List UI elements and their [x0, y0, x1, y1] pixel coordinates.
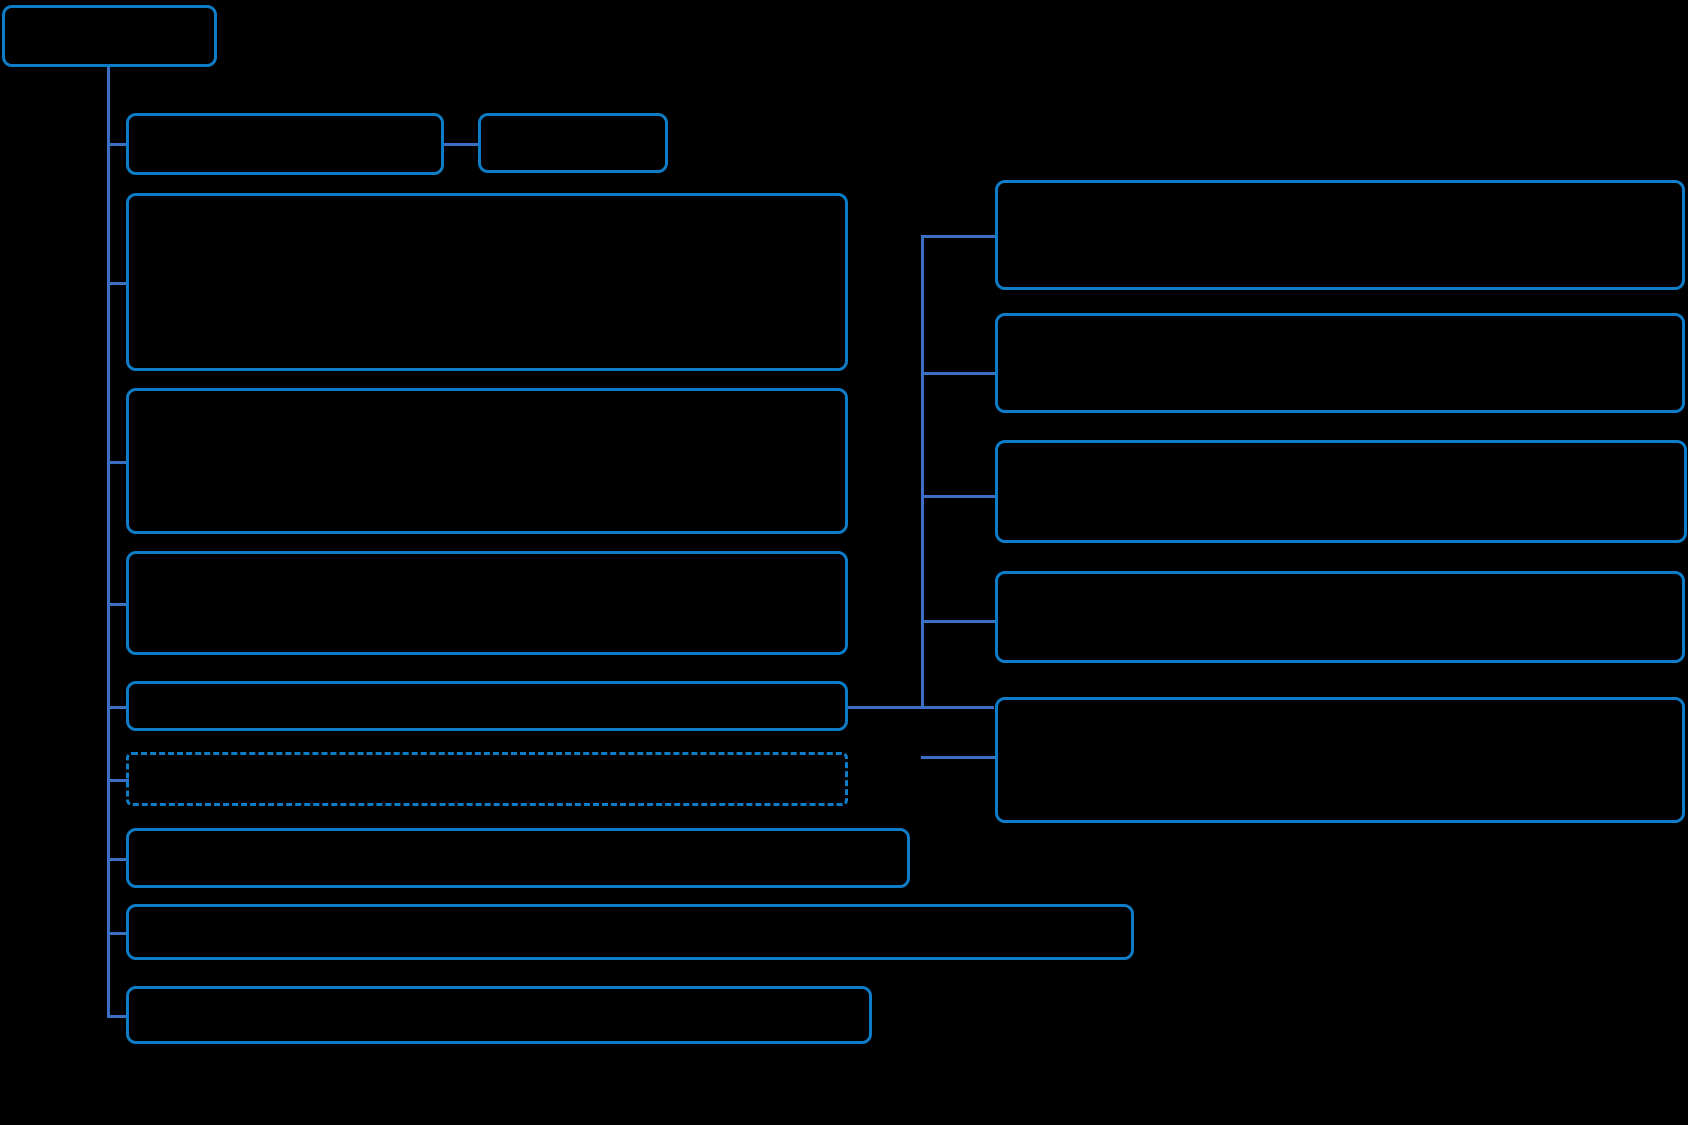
branch-7[interactable]	[126, 828, 910, 888]
connector-leaf-trunk	[921, 235, 924, 709]
branch-2[interactable]	[126, 193, 848, 371]
connector-stub-1	[107, 143, 129, 146]
connector-stub-5	[107, 706, 129, 709]
connector-leaf-stub-2	[921, 372, 997, 375]
connector-stub-7	[107, 858, 129, 861]
branch-5[interactable]	[126, 681, 848, 731]
connector-leaf-stub-1	[921, 235, 997, 238]
leaf-4[interactable]	[995, 571, 1685, 663]
branch-1b[interactable]	[478, 113, 668, 173]
connector-stub-1b	[444, 143, 480, 146]
leaf-1[interactable]	[995, 180, 1685, 290]
leaf-2[interactable]	[995, 313, 1685, 413]
branch-9[interactable]	[126, 986, 872, 1044]
branch-3[interactable]	[126, 388, 848, 534]
connector-stub-6	[107, 779, 129, 782]
connector-stub-8	[107, 932, 129, 935]
connector-stub-9	[107, 1015, 129, 1018]
connector-stub-4	[107, 603, 129, 606]
branch-6[interactable]	[126, 752, 848, 806]
connector-leaf-stub-4	[921, 620, 997, 623]
branch-1a[interactable]	[126, 113, 444, 175]
leaf-5[interactable]	[995, 697, 1685, 823]
root-node[interactable]	[2, 5, 217, 67]
connector-leaf-stub-5	[921, 756, 997, 759]
connector-root-trunk	[107, 67, 110, 1018]
connector-stub-3	[107, 461, 129, 464]
connector-leaf-stub-3	[921, 495, 997, 498]
branch-4[interactable]	[126, 551, 848, 655]
connector-stub-2	[107, 282, 129, 285]
branch-8[interactable]	[126, 904, 1134, 960]
connector-leaf-feed	[846, 706, 994, 709]
leaf-3[interactable]	[995, 440, 1687, 543]
